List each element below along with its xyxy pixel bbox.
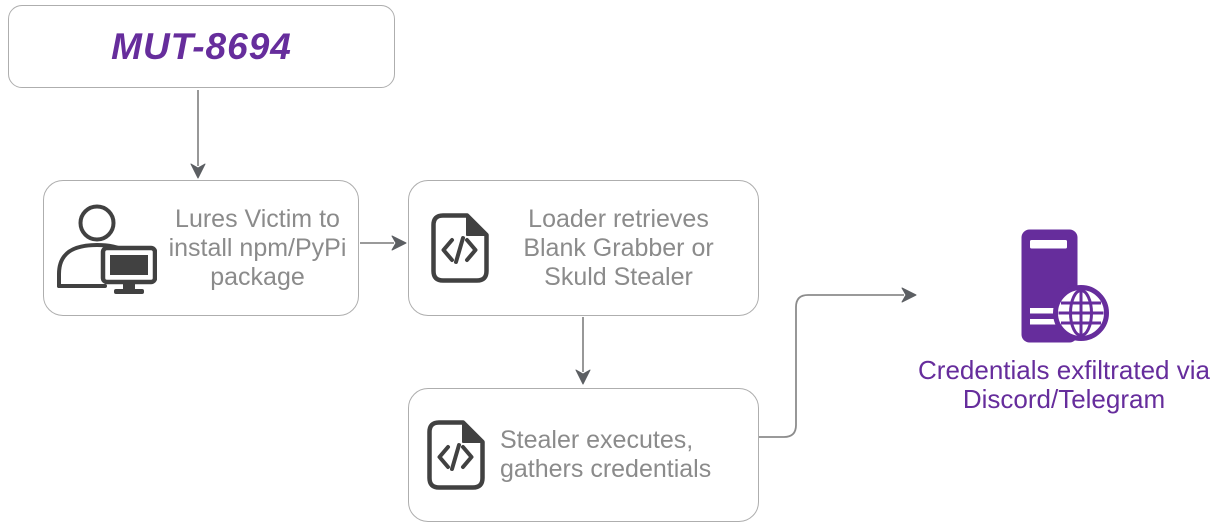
arrowhead-right-icon <box>901 287 917 303</box>
node-stealer: Stealer executes, gathers credentials <box>408 388 759 522</box>
code-file-icon <box>431 213 489 283</box>
node-label: Lures Victim to install npm/PyPi package <box>168 204 347 291</box>
node-loader: Loader retrieves Blank Grabber or Skuld … <box>408 180 759 316</box>
edge-stealer-to-exfil <box>759 294 904 438</box>
arrowhead-right-icon <box>391 235 407 251</box>
node-label: Loader retrieves Blank Grabber or Skuld … <box>523 204 714 291</box>
node-label: Stealer executes, gathers credentials <box>500 426 712 483</box>
threat-actor-label: MUT-8694 <box>111 25 292 67</box>
arrowhead-down-icon <box>190 163 206 179</box>
person-computer-icon <box>57 201 157 296</box>
server-globe-icon <box>1020 228 1112 351</box>
code-file-icon <box>427 420 485 490</box>
arrowhead-down-icon <box>575 369 591 385</box>
exfiltration-caption: Credentials exfiltrated via Discord/Tele… <box>918 355 1210 414</box>
node-lure-victim: Lures Victim to install npm/PyPi package <box>43 180 359 316</box>
node-threat-actor: MUT-8694 <box>8 5 395 88</box>
